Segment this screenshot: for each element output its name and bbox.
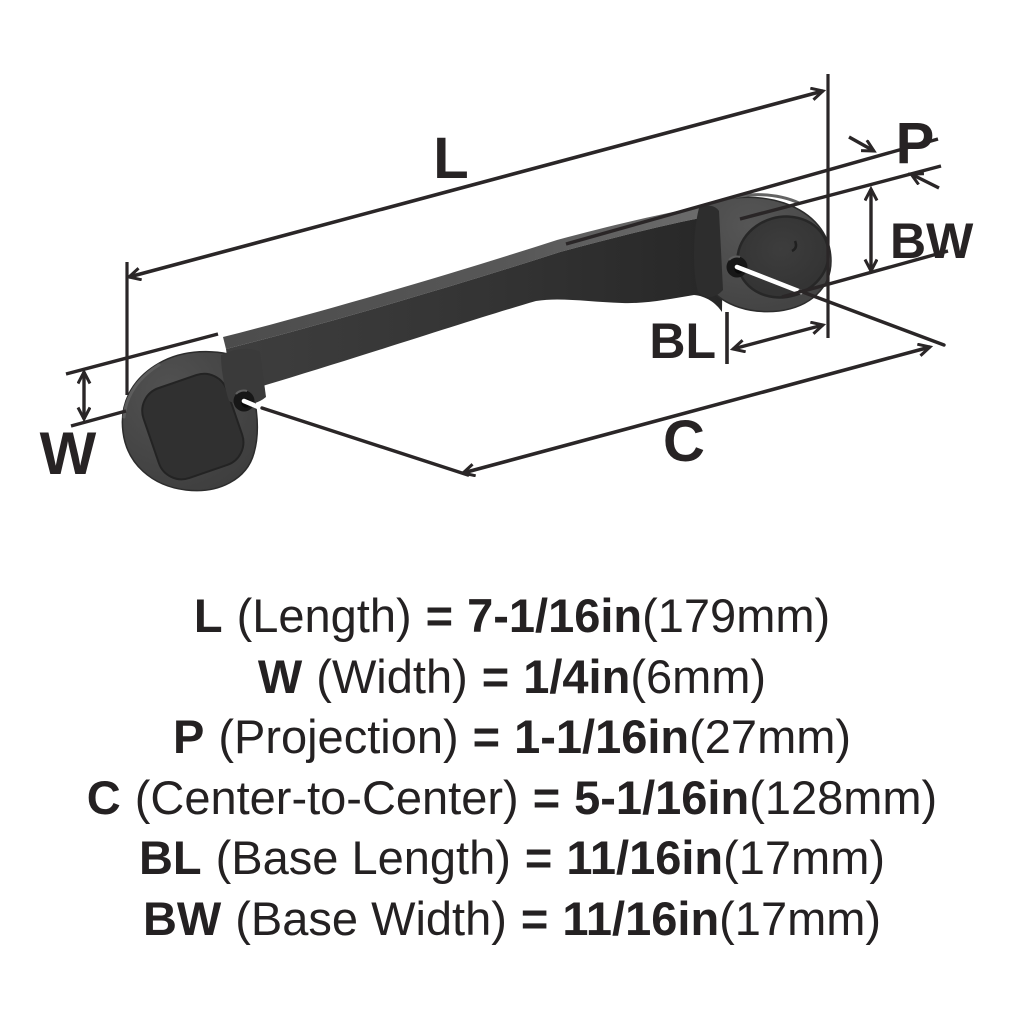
- left-foot-face-plate: [141, 372, 245, 481]
- legend-value: 7-1/16in: [467, 589, 643, 642]
- legend-name: (Width): [316, 649, 468, 703]
- equals-sign: =: [481, 649, 510, 703]
- equals-sign: =: [425, 589, 454, 642]
- projection-reference-line-upper: [565, 137, 939, 246]
- legend-metric: (27mm): [689, 710, 852, 763]
- length-dimension-line: [129, 91, 823, 277]
- right-foot-strap-end: [693, 205, 723, 298]
- base-length-arrow: [733, 325, 823, 349]
- legend-name: (Length): [236, 589, 412, 642]
- dimension-legend: L(Length)=7-1/16in(179mm) W(Width)=1/4in…: [0, 586, 1024, 949]
- legend-abbr: P: [172, 710, 205, 763]
- legend-metric: (6mm): [630, 649, 767, 703]
- base-width-label: BW: [890, 213, 974, 269]
- legend-value: 11/16in: [566, 831, 724, 884]
- legend-value: 5-1/16in: [574, 770, 750, 824]
- equals-sign: =: [472, 710, 501, 763]
- projection-arrow-lower: [911, 174, 940, 190]
- legend-abbr: W: [257, 649, 303, 703]
- equals-sign: =: [520, 891, 549, 945]
- legend-abbr: C: [86, 770, 121, 824]
- legend-value: 1-1/16in: [514, 710, 690, 763]
- legend-row-center-to-center: C(Center-to-Center)=5-1/16in(128mm): [0, 768, 1024, 829]
- legend-row-width: W(Width)=1/4in(6mm): [0, 647, 1024, 708]
- legend-abbr: BW: [142, 891, 222, 945]
- dimension-lines: [65, 74, 949, 473]
- legend-metric: (179mm): [642, 589, 831, 642]
- legend-name: (Projection): [218, 710, 459, 763]
- legend-metric: (128mm): [749, 770, 938, 824]
- legend-abbr: BL: [138, 831, 202, 884]
- left-hole-leader: [260, 406, 470, 477]
- legend-row-projection: P(Projection)=1-1/16in(27mm): [0, 707, 1024, 768]
- legend-row-base-width: BW(Base Width)=11/16in(17mm): [0, 889, 1024, 950]
- legend-row-length: L(Length)=7-1/16in(179mm): [0, 586, 1024, 647]
- projection-label: P: [896, 111, 935, 176]
- legend-row-base-length: BL(Base Length)=11/16in(17mm): [0, 828, 1024, 889]
- legend-name: (Base Length): [215, 831, 511, 884]
- equals-sign: =: [524, 831, 553, 884]
- left-mounting-foot: [121, 348, 266, 492]
- center-to-center-dimension-line: [463, 347, 930, 473]
- center-to-center-label: C: [663, 409, 705, 474]
- legend-metric: (17mm): [719, 891, 882, 945]
- projection-reference-line-lower: [739, 164, 942, 221]
- handle-bar: [226, 214, 723, 397]
- legend-value: 1/4in: [523, 649, 631, 703]
- left-screw-hole-highlight: [235, 389, 248, 395]
- equals-sign: =: [532, 770, 561, 824]
- length-label: L: [433, 126, 468, 191]
- width-label: W: [40, 420, 97, 487]
- legend-name: (Base Width): [235, 891, 507, 945]
- legend-metric: (17mm): [723, 831, 886, 884]
- base-length-label: BL: [649, 313, 716, 369]
- left-foot-strap-end: [221, 348, 266, 405]
- right-hole-leader: [798, 289, 946, 347]
- legend-value: 11/16in: [562, 891, 720, 945]
- legend-name: (Center-to-Center): [134, 770, 519, 824]
- width-reference-line-lower: [70, 409, 127, 428]
- left-hole-leader-highlight: [241, 398, 266, 412]
- legend-abbr: L: [193, 589, 223, 642]
- width-reference-line-upper: [65, 332, 219, 376]
- projection-arrow-upper: [848, 135, 874, 151]
- pull-handle-illustration: [121, 193, 832, 492]
